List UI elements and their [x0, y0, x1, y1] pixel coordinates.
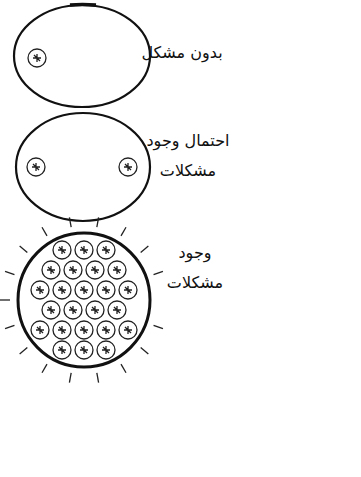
cell — [86, 301, 104, 319]
ray — [121, 227, 126, 236]
ray — [5, 271, 14, 274]
ray — [121, 364, 126, 373]
ray — [20, 348, 28, 354]
ray — [42, 364, 47, 373]
cell — [97, 341, 115, 359]
ray — [5, 325, 14, 328]
cell — [28, 49, 46, 67]
cell-cluster — [31, 241, 137, 359]
ray — [154, 325, 163, 328]
outline-accent — [70, 3, 96, 7]
ray — [0, 299, 10, 300]
rays — [0, 217, 163, 382]
ray — [141, 246, 149, 252]
ray — [141, 348, 149, 354]
ray — [97, 373, 99, 383]
cell — [31, 281, 49, 299]
cell — [97, 241, 115, 259]
outer-circle — [16, 113, 150, 221]
outer-circle — [18, 233, 150, 367]
ray — [69, 373, 71, 383]
cell — [119, 281, 137, 299]
cell — [53, 341, 71, 359]
cell — [75, 321, 93, 339]
ray — [20, 246, 28, 252]
cell — [97, 321, 115, 339]
ray — [97, 217, 99, 227]
cell — [75, 241, 93, 259]
state-label: احتمال وجود مشكلات — [142, 126, 234, 186]
cell — [119, 158, 137, 176]
outer-circle — [14, 5, 150, 107]
ray — [154, 271, 163, 274]
cell — [64, 261, 82, 279]
cell — [75, 341, 93, 359]
cell — [53, 321, 71, 339]
cell — [42, 261, 60, 279]
cell — [108, 301, 126, 319]
cell — [31, 321, 49, 339]
cell — [53, 241, 71, 259]
cell — [86, 261, 104, 279]
cell — [97, 281, 115, 299]
cell — [27, 158, 45, 176]
ray — [42, 227, 47, 236]
cell — [119, 321, 137, 339]
cell — [53, 281, 71, 299]
state-label: وجود مشكلات — [162, 238, 228, 298]
ray — [69, 217, 71, 227]
cell — [64, 301, 82, 319]
state-label: بدون مشكل — [136, 38, 228, 68]
cell — [42, 301, 60, 319]
cell — [108, 261, 126, 279]
cell — [75, 281, 93, 299]
